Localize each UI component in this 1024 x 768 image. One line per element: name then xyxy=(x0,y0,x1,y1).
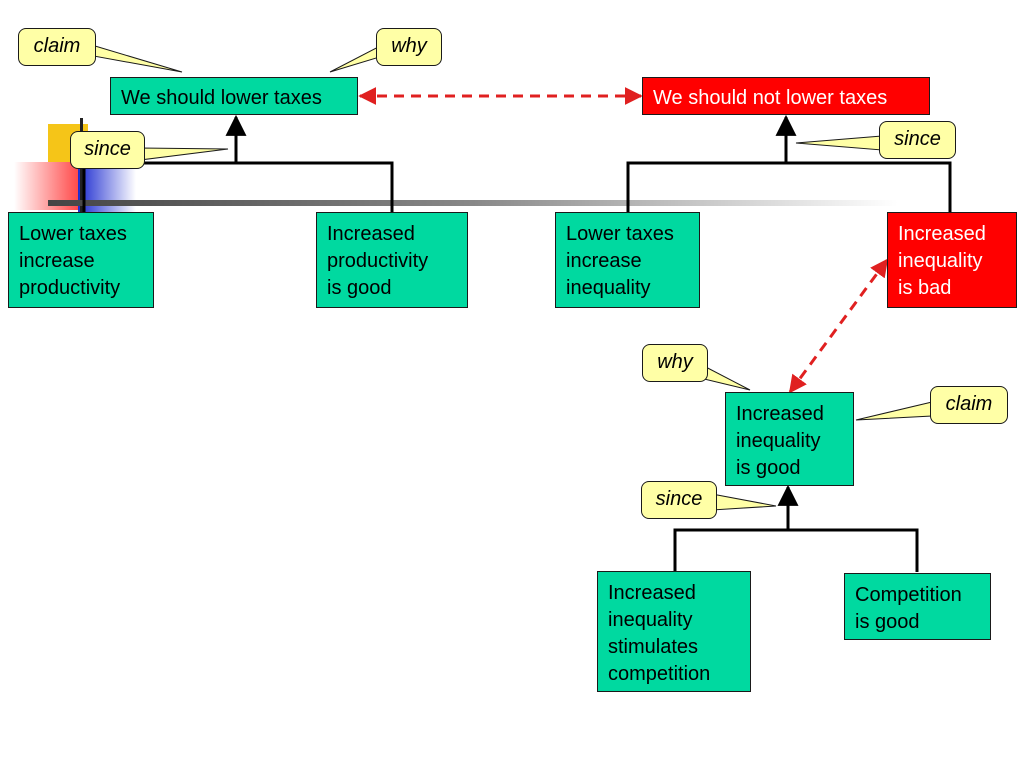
premise-line: inequality xyxy=(566,277,651,299)
callout-since-sub: since xyxy=(641,481,717,519)
callout-why-sub: why xyxy=(642,344,708,382)
premise-line: Lower taxes xyxy=(19,223,127,245)
premise-line: competition xyxy=(608,663,711,685)
callout-since-counter: since xyxy=(879,121,956,159)
premise-box-inequality-bad: Increased inequality is bad xyxy=(887,212,1017,308)
premise-line: is bad xyxy=(898,277,952,299)
counter-claim-text: We should not lower taxes xyxy=(653,87,888,109)
main-claim-text: We should lower taxes xyxy=(121,87,322,109)
premise-box-stimulates-competition: Increased inequality stimulates competit… xyxy=(597,571,751,692)
premise-line: increase xyxy=(566,250,642,272)
callout-label: why xyxy=(391,35,427,57)
premise-line: Increased xyxy=(608,582,696,604)
callout-label: since xyxy=(84,138,131,160)
callout-claim-sub: claim xyxy=(930,386,1008,424)
callout-why-main: why xyxy=(376,28,442,66)
sub-claim-box: Increased inequality is good xyxy=(725,392,854,486)
premise-line: inequality xyxy=(898,250,983,272)
callout-label: since xyxy=(655,488,703,510)
callout-tail-since-counter xyxy=(795,135,883,151)
premise-line: productivity xyxy=(327,250,429,272)
sub-claim-line: is good xyxy=(736,457,801,479)
premise-line: is good xyxy=(327,277,392,299)
premise-line: is good xyxy=(855,611,920,633)
callout-tail-since-sub xyxy=(711,493,777,511)
premise-line: increase xyxy=(19,250,95,272)
premise-box-competition-good: Competition is good xyxy=(844,573,991,640)
premise-box-lower-taxes-inequality: Lower taxes increase inequality xyxy=(555,212,700,308)
premise-box-lower-taxes-productivity: Lower taxes increase productivity xyxy=(8,212,154,308)
premise-line: Increased xyxy=(898,223,986,245)
callout-label: why xyxy=(657,351,693,373)
callout-label: since xyxy=(894,128,941,150)
tree-main-branches xyxy=(82,161,394,212)
sub-claim-line: Increased xyxy=(736,403,824,425)
counter-claim-box: We should not lower taxes xyxy=(642,77,930,115)
callout-tail-claim-sub xyxy=(855,401,933,421)
premise-line: Competition xyxy=(855,584,962,606)
premise-line: inequality xyxy=(608,609,693,631)
premise-line: stimulates xyxy=(608,636,699,658)
premise-line: Increased xyxy=(327,223,415,245)
callout-label: claim xyxy=(33,35,81,57)
tree-counter-branches xyxy=(626,161,952,212)
premise-line: Lower taxes xyxy=(566,223,674,245)
main-claim-box: We should lower taxes xyxy=(110,77,358,115)
callout-since-main: since xyxy=(70,131,145,169)
deco-horizontal-rule xyxy=(48,200,898,206)
callout-label: claim xyxy=(945,393,993,415)
callout-tail-claim-main xyxy=(84,42,183,73)
premise-box-productivity-good: Increased productivity is good xyxy=(316,212,468,308)
sub-claim-line: inequality xyxy=(736,430,821,452)
callout-claim-main: claim xyxy=(18,28,96,66)
tree-sub-branches xyxy=(673,528,919,572)
callout-tail-since-main xyxy=(139,147,229,161)
attack-arrow-sub-bad xyxy=(788,258,889,394)
premise-line: productivity xyxy=(19,277,121,299)
